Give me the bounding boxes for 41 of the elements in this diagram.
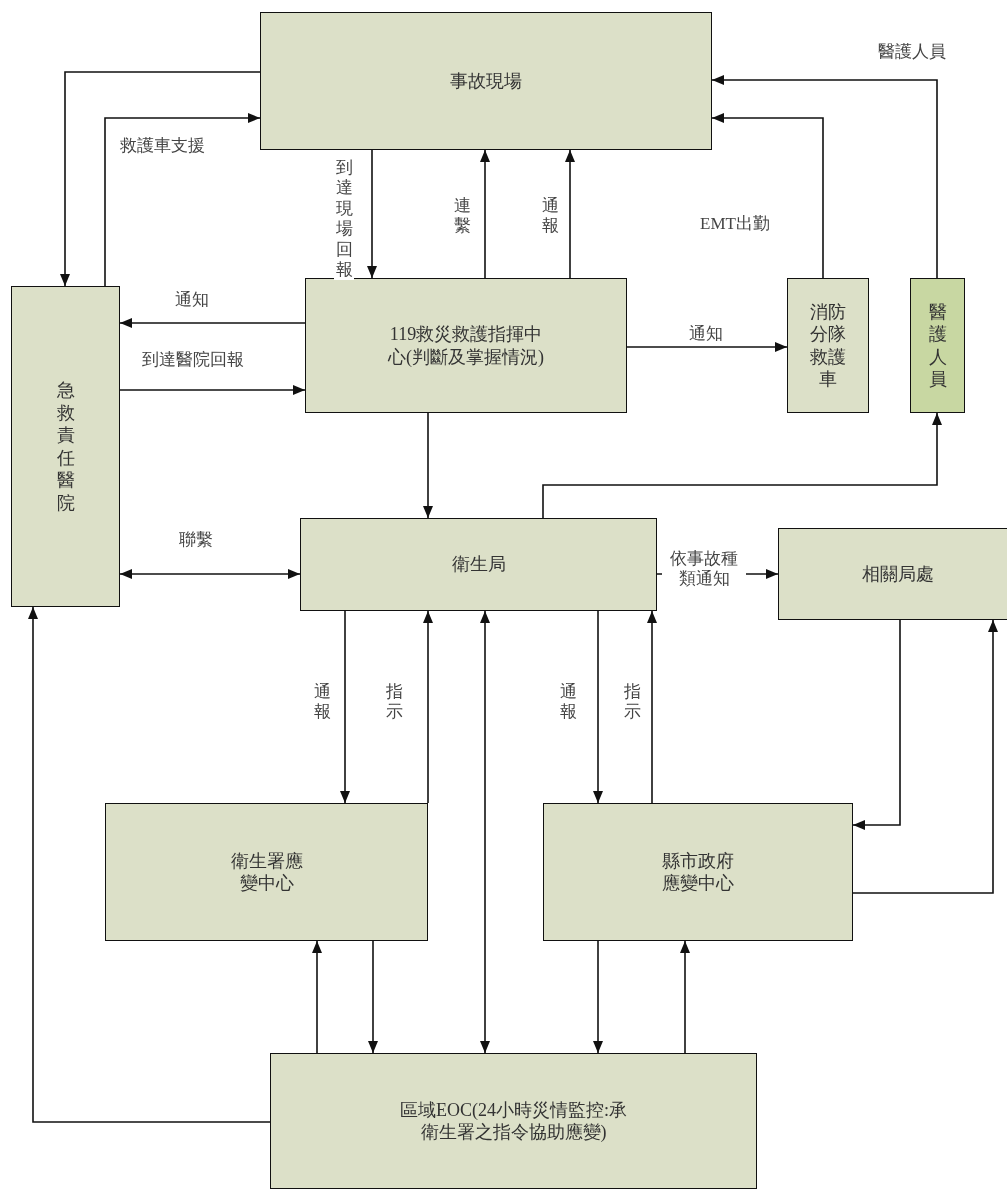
arrow [680,940,690,1054]
arrow [647,610,657,804]
arrow [423,610,433,804]
arrow [367,149,377,279]
arrow [312,940,322,1054]
arrow [593,940,603,1054]
arrow [119,569,301,579]
arrow [711,113,824,279]
arrow [480,610,490,1054]
arrow [368,940,378,1054]
process-box: 醫護人員 [910,278,965,413]
arrow [28,606,271,1123]
edge-label: 到達現場回報 [334,158,354,281]
arrow [852,619,998,894]
edge-label: 指示 [622,682,642,723]
arrow [423,412,433,519]
process-box: 縣市政府應變中心 [543,803,853,941]
arrow [593,610,603,804]
edge-label: 指示 [384,682,404,723]
process-box: 119救災救護指揮中心(判斷及掌握情況) [305,278,627,413]
process-box: 急救責任醫院 [11,286,120,607]
edge-label: 依事故種類通知 [662,549,746,590]
arrow [626,342,788,352]
arrow [852,619,901,830]
process-box: 衛生署應變中心 [105,803,428,941]
arrow [104,113,261,287]
arrow [119,385,306,395]
edge-label: 聯繫 [176,530,216,551]
process-box: 消防分隊救護車 [787,278,869,413]
arrow [542,412,942,519]
process-box: 相關局處 [778,528,1007,620]
arrow [340,610,350,804]
arrow [60,71,261,287]
arrow [119,318,306,328]
process-box: 事故現場 [260,12,712,150]
arrow [480,149,490,279]
edge-label: 連繫 [452,196,472,237]
process-box: 區域EOC(24小時災情監控:承衛生署之指令協助應變) [270,1053,757,1189]
arrow [565,149,575,279]
process-box: 衛生局 [300,518,657,611]
arrow [711,75,938,279]
